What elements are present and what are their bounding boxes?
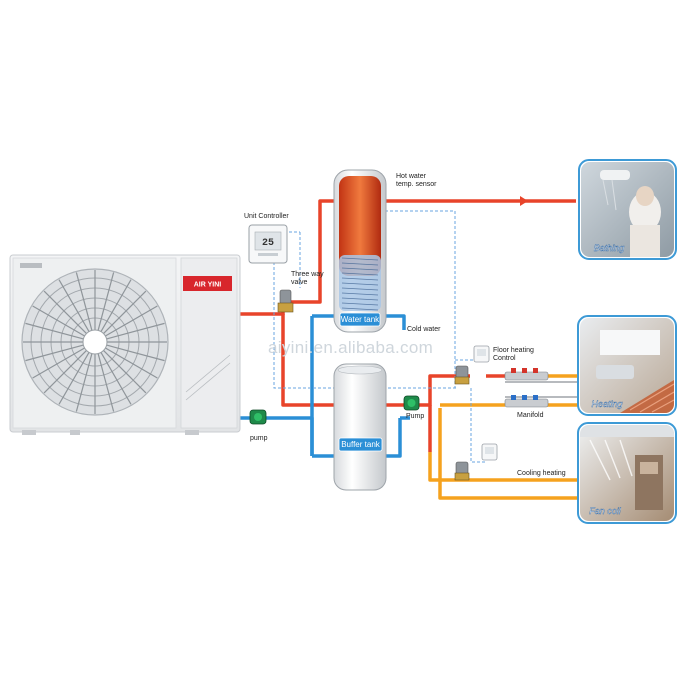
fan-grille-spoke (43, 290, 87, 334)
buffer-tank: Buffer tank (333, 363, 387, 491)
fan-grille-spoke (103, 290, 147, 334)
fan-grille-spoke (75, 272, 93, 331)
secondary-pump (403, 395, 420, 411)
tank-coil-line (341, 287, 379, 291)
fan-grille-spoke (58, 352, 90, 405)
floor-heating-thermostat (473, 345, 490, 363)
fan-coil-caption: Fan coil (589, 506, 622, 516)
fan-grille-spoke (105, 347, 158, 379)
hot-water-sensor-label-line2: temp. sensor (396, 181, 437, 188)
brand-badge (183, 276, 232, 291)
buffer-tank-label: Buffer tank (341, 440, 381, 449)
heating-panel: Heating (577, 315, 677, 416)
water-tank-label: Water tank (341, 315, 380, 324)
floor-heating-valve (454, 365, 470, 385)
tank-coil-line (341, 272, 379, 276)
three-way-valve-label-line2: valve (291, 279, 308, 286)
fan-grille-spoke (100, 279, 132, 332)
heat-pump-outdoor-unit: AIR YINI (9, 254, 241, 435)
main-pump (249, 409, 267, 425)
fan-grille-spoke (103, 350, 147, 394)
unit-controller-thermostat: 25 (248, 224, 288, 264)
fan-coil-valve (454, 461, 470, 481)
tank-coil-line (341, 267, 379, 271)
gray-return-lines (505, 381, 580, 398)
fan-grille-spoke (97, 353, 115, 412)
tank-coil-line (341, 262, 379, 266)
buffer-tank-label-box (338, 437, 383, 452)
tank-coil-line (341, 307, 379, 311)
fan-grille (21, 268, 169, 416)
floor-heating-manifold (504, 368, 549, 408)
fan-grille-spoke (105, 305, 158, 337)
three-way-valve-label-line1: Three way (291, 271, 324, 278)
floor-heating-control-label-line1: Floor heating (493, 347, 534, 354)
fan-grille-spoke (25, 322, 84, 340)
fan-coil-thermostat (481, 443, 498, 461)
fan-coil-panel: Fan coil (577, 422, 677, 524)
fan-grille-spoke (75, 353, 93, 412)
fan-grille-spoke (97, 272, 115, 331)
water-tank: Water tank (333, 169, 387, 333)
fan-grille-spoke (32, 347, 85, 379)
manifold-label: Manifold (517, 412, 544, 419)
three-way-valve (277, 289, 294, 313)
hot-water-sensor-label-line1: Hot water (396, 173, 426, 180)
fan-grille-spoke (100, 352, 132, 405)
control-wires (273, 210, 485, 463)
secondary-pump-label: Pump (406, 413, 425, 420)
watermark: aiyini.en.alibaba.com (268, 338, 434, 357)
thermostat-readout: 25 (262, 238, 274, 249)
unit-controller-label: Unit Controller (244, 213, 289, 220)
fan-grille-spoke (32, 305, 85, 337)
fan-grille-spoke (25, 344, 84, 362)
bathing-caption: Bathing (594, 243, 625, 253)
bathing-panel: Bathing (578, 159, 677, 260)
heating-caption: Heating (591, 399, 622, 409)
main-pump-label: pump (250, 435, 268, 442)
fan-grille-spoke (43, 350, 87, 394)
cold-water-pipes (236, 314, 410, 458)
fan-grille-spoke (106, 322, 165, 340)
water-tank-label-box (339, 312, 381, 327)
tank-coil-line (341, 292, 379, 296)
tank-coil-line (341, 302, 379, 306)
tank-coil-line (341, 297, 379, 301)
brand-text: AIR YINI (194, 282, 222, 289)
fan-grille-spoke (58, 279, 90, 332)
floor-heating-control-label-line2: Control (493, 355, 516, 362)
floor-heating-pipes (428, 374, 580, 500)
cold-water-label: Cold water (407, 326, 441, 333)
tank-coil-line (341, 282, 379, 286)
fan-grille-spoke (106, 344, 165, 362)
tank-coil-line (341, 277, 379, 281)
tank-coil-line (341, 257, 379, 261)
cooling-heating-label: Cooling heating (517, 470, 566, 477)
hot-pipe-arrow (520, 196, 528, 206)
